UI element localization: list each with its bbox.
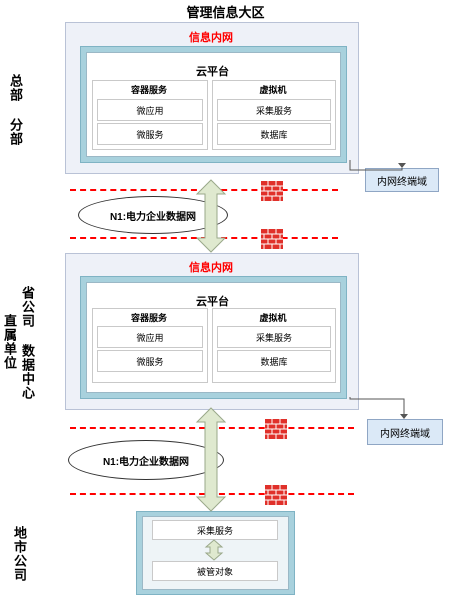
hq-intranet-label: 信息内网 xyxy=(189,32,233,44)
side-label-city: 地市公司 xyxy=(12,526,27,582)
side-label-hq: 总部 分部 xyxy=(8,74,23,146)
hq-cloud-title: 云平台 xyxy=(196,66,229,78)
province-container-title: 容器服务 xyxy=(130,313,167,323)
city-collect-service: 采集服务 xyxy=(152,520,278,540)
double-arrow-bottom xyxy=(195,407,227,512)
firewall-icon xyxy=(261,181,283,201)
province-intranet-label: 信息内网 xyxy=(189,262,233,274)
province-database: 数据库 xyxy=(217,350,331,372)
network-ellipse-top: N1:电力企业数据网 xyxy=(78,196,228,234)
side-label-province: 省公司 数据中心 xyxy=(20,286,35,400)
arrowhead-province xyxy=(400,414,408,419)
arrowhead-hq xyxy=(398,163,406,168)
network-ellipse-bottom: N1:电力企业数据网 xyxy=(68,440,224,480)
diagram-title: 管理信息大区 xyxy=(186,5,265,20)
province-terminal-domain: 内网终端域 xyxy=(367,419,443,445)
province-collect-service: 采集服务 xyxy=(217,326,331,348)
hq-micro-app: 微应用 xyxy=(97,99,203,121)
city-managed-object: 被管对象 xyxy=(152,561,278,581)
hq-vm-title: 虚拟机 xyxy=(259,85,287,95)
connector-hq-terminal xyxy=(349,160,403,171)
province-cloud-title: 云平台 xyxy=(196,296,229,308)
firewall-icon xyxy=(265,485,287,505)
hq-micro-service: 微服务 xyxy=(97,123,203,145)
province-micro-service: 微服务 xyxy=(97,350,203,372)
double-arrow-top xyxy=(195,179,227,253)
hq-container-title: 容器服务 xyxy=(130,85,167,95)
firewall-icon xyxy=(265,419,287,439)
hq-collect-service: 采集服务 xyxy=(217,99,331,121)
connector-province-terminal xyxy=(349,397,405,414)
double-arrow-city xyxy=(204,539,224,561)
side-label-direct-unit: 直属单位 xyxy=(2,314,17,370)
firewall-icon xyxy=(261,229,283,249)
province-vm-title: 虚拟机 xyxy=(259,313,287,323)
province-micro-app: 微应用 xyxy=(97,326,203,348)
hq-database: 数据库 xyxy=(217,123,331,145)
